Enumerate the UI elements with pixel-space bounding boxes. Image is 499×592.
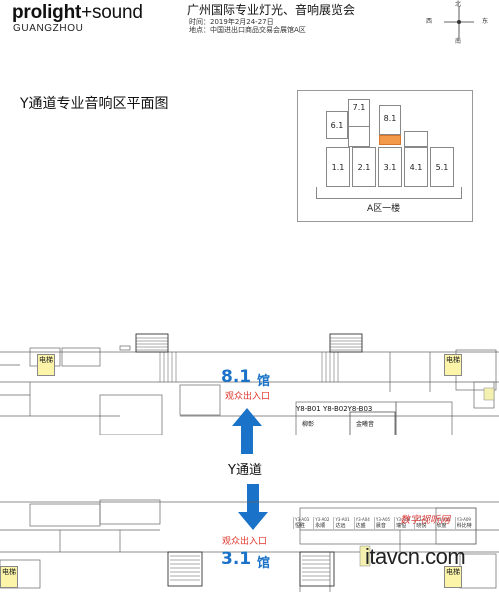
booth-name: 达盛 [355, 523, 366, 529]
compass-icon [444, 6, 474, 38]
brand-logo: prolight+sound [12, 3, 143, 23]
hall-7-1-lower [348, 127, 370, 147]
page-title: Y通道专业音响区平面图 [20, 96, 169, 112]
hall-3-1: 3.1 [378, 147, 402, 187]
booth-name: 永顺 [315, 523, 326, 529]
booth-name: 晨音 [375, 523, 386, 529]
booth-code: Y3-A09 [456, 517, 471, 522]
watermark-brand: 数字视听网 [400, 515, 450, 526]
booth-code: Y3-A07 [416, 517, 431, 522]
booth-name-jinxiyin: 金曦音 [356, 421, 375, 428]
zone-label: A区一楼 [367, 204, 401, 214]
zone-overview-map: 6.1 7.1 8.1 1.1 2.1 3.1 4.1 5.1 [297, 90, 473, 222]
hall-6-1: 6.1 [326, 111, 348, 139]
event-title: 广州国际专业灯光、音响展览会 [187, 3, 356, 17]
booth-name: 科比特 [456, 523, 472, 529]
brand-logo-rest: +sound [81, 2, 143, 23]
hall-4-1-upper [404, 131, 428, 147]
hall-suffix-bottom: 馆 [257, 556, 271, 571]
hall-suffix-top: 馆 [257, 374, 271, 389]
compass-north-label: 北 [455, 1, 462, 8]
hall-2-1: 2.1 [352, 147, 376, 187]
booth-code: Y3-A04 [355, 517, 370, 522]
hall-4-1: 4.1 [404, 147, 428, 187]
elevator-icon: 电梯 [444, 566, 462, 588]
elevator-icon: 电梯 [444, 354, 462, 376]
booth-code: Y3-A01 [335, 517, 350, 522]
hall-5-1: 5.1 [430, 147, 454, 187]
hall-8-1: 8.1 [379, 105, 401, 135]
booth-name: 晓悦 [416, 523, 427, 529]
visitor-entrance-label: 观众出入口 [225, 392, 271, 402]
hall-number-3-1: 3.1 [221, 549, 252, 569]
booth-code: Y3-A02 [315, 517, 330, 522]
hall-number-8-1: 8.1 [221, 367, 252, 387]
event-date: 时间：2019年2月24-27日 [189, 18, 274, 26]
arrow-down-icon [238, 484, 268, 530]
booth-name: 恒胜 [295, 523, 306, 529]
hall-7-1: 7.1 [348, 99, 370, 127]
compass-west-label: 西 [426, 18, 433, 25]
hall-1-1: 1.1 [326, 147, 350, 187]
booth-name-liuzhang: 柳彰 [302, 421, 315, 428]
floor-plan-hall-8-1 [0, 333, 499, 435]
booth-name: 欣度 [436, 523, 447, 529]
arrow-up-icon [232, 408, 262, 454]
brand-logo-bold: prolight [12, 2, 82, 23]
hall-base [316, 187, 462, 199]
event-venue: 地点：中国进出口商品交易会展馆A区 [189, 26, 306, 34]
y-passage-label: Y通道 [228, 463, 262, 478]
elevator-icon: 电梯 [0, 566, 18, 588]
brand-city: GUANGZHOU [13, 23, 84, 34]
elevator-icon: 电梯 [37, 354, 55, 376]
highlight-area [379, 135, 401, 145]
booth-code: Y3-A03 [295, 517, 310, 522]
booth-name: 达远 [335, 523, 346, 529]
booth-code: Y3-A05 [375, 517, 391, 522]
compass-east-label: 东 [482, 18, 489, 25]
watermark-site: itavcn.com [365, 544, 466, 569]
booth-code: Y3-A06 [396, 517, 411, 522]
floor-plan-hall-3-1 [0, 499, 499, 592]
compass-south-label: 南 [455, 38, 462, 45]
visitor-entrance-label: 观众出入口 [222, 537, 268, 547]
booth-codes-y8: Y8-B01 Y8-B02Y8-B03 [296, 405, 373, 413]
booth-name: 瑞恒 [396, 523, 407, 529]
booth-code: Y3-A08 [436, 517, 451, 522]
